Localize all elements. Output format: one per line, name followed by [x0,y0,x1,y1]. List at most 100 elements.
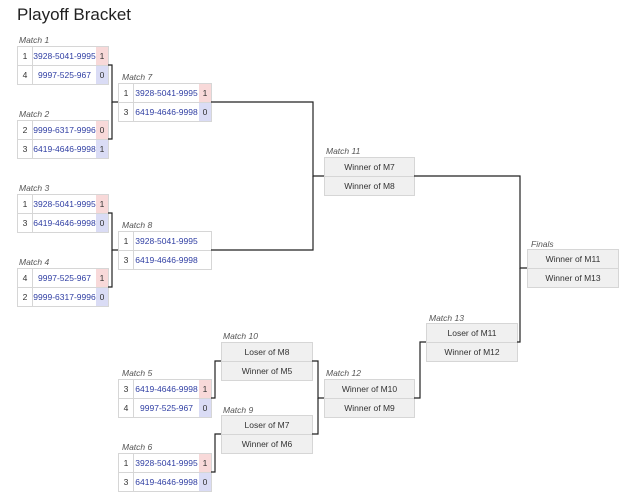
connector-m3-m8 [108,212,118,251]
team-name[interactable]: 6419-4646-9998 [135,384,198,394]
seed: 1 [119,454,134,472]
score: 0 [96,288,108,306]
score: 1 [96,47,108,65]
placeholder-row: Winner of M9 [344,403,395,413]
seed: 1 [18,195,33,213]
placeholder-row: Winner of M13 [545,273,601,283]
match-row[interactable]: 4 9997-525-967 0 [18,66,108,84]
score: 1 [96,195,108,213]
match-10-box[interactable]: Loser of M8 Winner of M5 [221,342,313,381]
match-11-box[interactable]: Winner of M7 Winner of M8 [324,157,415,196]
connector-m4-m8 [108,250,113,288]
seed: 3 [119,103,134,121]
match-13-box[interactable]: Loser of M11 Winner of M12 [426,323,518,362]
team-name[interactable]: 6419-4646-9998 [135,107,198,117]
connector-m6-m9 [211,433,221,473]
team-name[interactable]: 9997-525-967 [38,70,91,80]
team-name[interactable]: 9999-6317-9996 [33,292,96,302]
match-9-box[interactable]: Loser of M7 Winner of M6 [221,415,313,454]
team-name[interactable]: 9997-525-967 [38,273,91,283]
team-name[interactable]: 3928-5041-9995 [33,199,96,209]
match-12-label: Match 12 [326,368,361,378]
seed: 4 [119,399,134,417]
seed: 4 [18,66,33,84]
match-row[interactable]: 4 9997-525-967 1 [18,269,108,288]
connector-m11-finals [414,175,527,269]
score: 0 [96,121,108,139]
connector-m8-m11 [211,176,314,251]
seed: 3 [18,214,33,232]
page-title: Playoff Bracket [17,5,132,24]
placeholder-row: Winner of M11 [528,250,618,269]
connector-m5-m10 [211,360,221,399]
team-name[interactable]: 6419-4646-9998 [135,255,198,265]
team-name[interactable]: 9999-6317-9996 [33,125,96,135]
score: 1 [96,269,108,287]
connector-m10-m12 [312,360,324,399]
team-name[interactable]: 3928-5041-9995 [33,51,96,61]
match-5-label: Match 5 [122,368,153,378]
match-8-label: Match 8 [122,220,153,230]
connector-m7-m11 [211,101,324,177]
match-1-label: Match 1 [19,35,50,45]
placeholder-row: Winner of M12 [444,347,500,357]
placeholder-row: Winner of M8 [344,181,395,191]
team-name[interactable]: 9997-525-967 [140,403,193,413]
match-11-label: Match 11 [326,146,361,156]
match-4-label: Match 4 [19,257,50,267]
team-name[interactable]: 6419-4646-9998 [33,218,96,228]
seed: 1 [119,84,134,102]
match-10-label: Match 10 [223,331,258,341]
team-name[interactable]: 6419-4646-9998 [33,144,96,154]
seed: 1 [18,47,33,65]
team-name[interactable]: 6419-4646-9998 [135,477,198,487]
match-3-label: Match 3 [19,183,50,193]
connector-m2-m7 [108,102,113,140]
seed: 2 [18,288,33,306]
connector-m13-finals [517,268,521,343]
seed: 3 [119,473,134,491]
seed: 3 [119,380,134,398]
score: 0 [199,473,211,491]
score: 1 [199,84,211,102]
match-12-box[interactable]: Winner of M10 Winner of M9 [324,379,415,418]
finals-box[interactable]: Winner of M11 Winner of M13 [527,249,619,288]
connector-m12-m13 [414,341,426,399]
score: 1 [96,140,108,158]
seed: 3 [18,140,33,158]
team-name[interactable]: 3928-5041-9995 [135,236,198,246]
score: 0 [199,103,211,121]
connector-m9-m12 [312,398,319,435]
seed: 3 [119,251,134,269]
placeholder-row: Loser of M11 [427,324,517,343]
score: 0 [96,66,108,84]
seed: 1 [119,232,134,250]
team-name[interactable]: 3928-5041-9995 [135,458,198,468]
team-name[interactable]: 3928-5041-9995 [135,88,198,98]
seed: 4 [18,269,33,287]
connector-m1-m7 [108,64,118,103]
